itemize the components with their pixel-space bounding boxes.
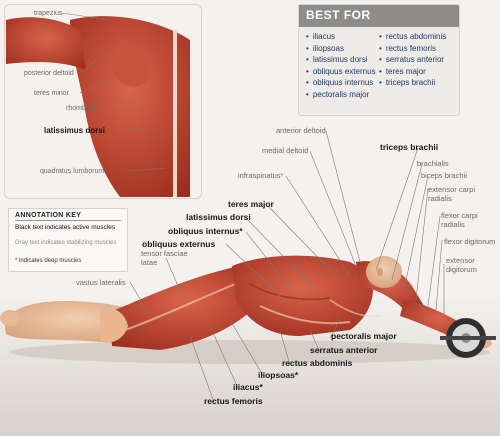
best-for-item: triceps brachii — [379, 77, 446, 89]
foot — [0, 310, 20, 326]
best-for-column-2: rectus abdominis rectus femoris serratus… — [379, 31, 446, 89]
leader-lines — [129, 130, 445, 403]
thigh-muscle — [110, 266, 262, 350]
shoulder-blade — [112, 40, 149, 87]
label-teres-major: teres major — [228, 199, 274, 209]
label-triceps-brachii: triceps brachii — [380, 142, 439, 152]
arm-inset — [6, 17, 86, 70]
label-tensor-fasciae-latae-2: latae — [141, 258, 158, 267]
annotation-key-black-text: Black text indicates active muscles — [15, 224, 116, 231]
label-extensor-carpi-radialis-1: extensor carpi — [428, 185, 476, 194]
best-for-column-1: iliacus iliopsoas latissimus dorsi obliq… — [306, 31, 376, 101]
head — [366, 256, 402, 288]
ab-wheel-handle — [440, 336, 496, 340]
label-iliopsoas: iliopsoas* — [258, 370, 299, 380]
best-for-panel: BEST FOR iliacus iliopsoas latissimus do… — [298, 4, 460, 116]
label-flexor-carpi-radialis-1: flexor carpi — [441, 211, 478, 220]
best-for-item: iliopsoas — [306, 43, 376, 55]
label-iliacus: iliacus* — [233, 382, 263, 392]
label-latissimus-dorsi-inset: latissimus dorsi — [44, 126, 105, 135]
best-for-item: pectoralis major — [306, 89, 376, 101]
label-rectus-femoris: rectus femoris — [204, 396, 263, 406]
best-for-item: latissimus dorsi — [306, 54, 376, 66]
annotation-key-star-note: * indicates deep muscles — [15, 258, 82, 264]
best-for-item: iliacus — [306, 31, 376, 43]
best-for-item: obliquus internus — [306, 77, 376, 89]
label-obliquus-internus: obliquus internus* — [168, 226, 243, 236]
best-for-header: BEST FOR — [299, 5, 459, 27]
best-for-item: teres major — [379, 66, 446, 78]
best-for-item: serratus anterior — [379, 54, 446, 66]
inset-back-view — [6, 16, 190, 198]
inset-leader-lines — [61, 12, 167, 172]
label-teres-minor: teres minor — [34, 90, 70, 97]
floor-shadow — [10, 340, 490, 364]
label-latissimus-dorsi: latissimus dorsi — [186, 212, 251, 222]
label-rhomboid: rhomboid* — [66, 105, 98, 112]
label-flexor-digitorum: flexor digitorum — [444, 237, 496, 246]
label-trapezius: trapezius — [34, 10, 63, 17]
label-serratus-anterior: serratus anterior — [310, 345, 378, 355]
label-tensor-fasciae-latae-1: tensor fasciae — [141, 249, 188, 258]
ear — [377, 268, 383, 276]
best-for-item: rectus abdominis — [379, 31, 446, 43]
label-brachialis: brachialis — [417, 159, 449, 168]
thigh-striation — [124, 279, 246, 331]
label-extensor-carpi-radialis-2: radialis — [428, 194, 452, 203]
best-for-item: obliquus externus — [306, 66, 376, 78]
annotation-key-title: ANNOTATION KEY — [15, 212, 82, 219]
knee — [100, 308, 128, 343]
best-for-title: BEST FOR — [306, 8, 371, 22]
label-posterior-deltoid: posterior deltoid — [24, 70, 74, 77]
label-flexor-carpi-radialis-2: radialis — [441, 220, 465, 229]
label-pectoralis-major: pectoralis major — [331, 331, 397, 341]
obliques — [249, 283, 331, 300]
inset-panel — [4, 4, 202, 199]
label-extensor-digitorum-2: digitorum — [446, 265, 477, 274]
label-rectus-abdominis: rectus abdominis — [282, 358, 353, 368]
torso-muscle — [232, 255, 374, 336]
label-extensor-digitorum-1: extensor — [446, 256, 475, 265]
pectoral-area — [329, 299, 381, 318]
back-muscles — [70, 16, 190, 198]
annotation-key: ANNOTATION KEY Black text indicates acti… — [8, 208, 128, 272]
label-quadratus-lumborum: quadratus lumborum* — [40, 168, 107, 175]
abdominals — [259, 305, 351, 325]
label-infraspinatus: infraspinatus* — [238, 171, 284, 180]
annotation-key-gray-text: Gray text indicates stabilizing muscles — [15, 240, 117, 246]
annotation-key-divider — [15, 220, 121, 221]
best-for-item: rectus femoris — [379, 43, 446, 55]
label-biceps-brachii: biceps brachii — [421, 171, 467, 180]
label-vastus-lateralis: vastus lateralis — [76, 278, 126, 287]
label-anterior-deltoid: anterior deltoid — [276, 126, 326, 135]
label-medial-deltoid: medial deltoid — [262, 146, 309, 155]
label-obliquus-externus: obliquus externus — [142, 239, 216, 249]
